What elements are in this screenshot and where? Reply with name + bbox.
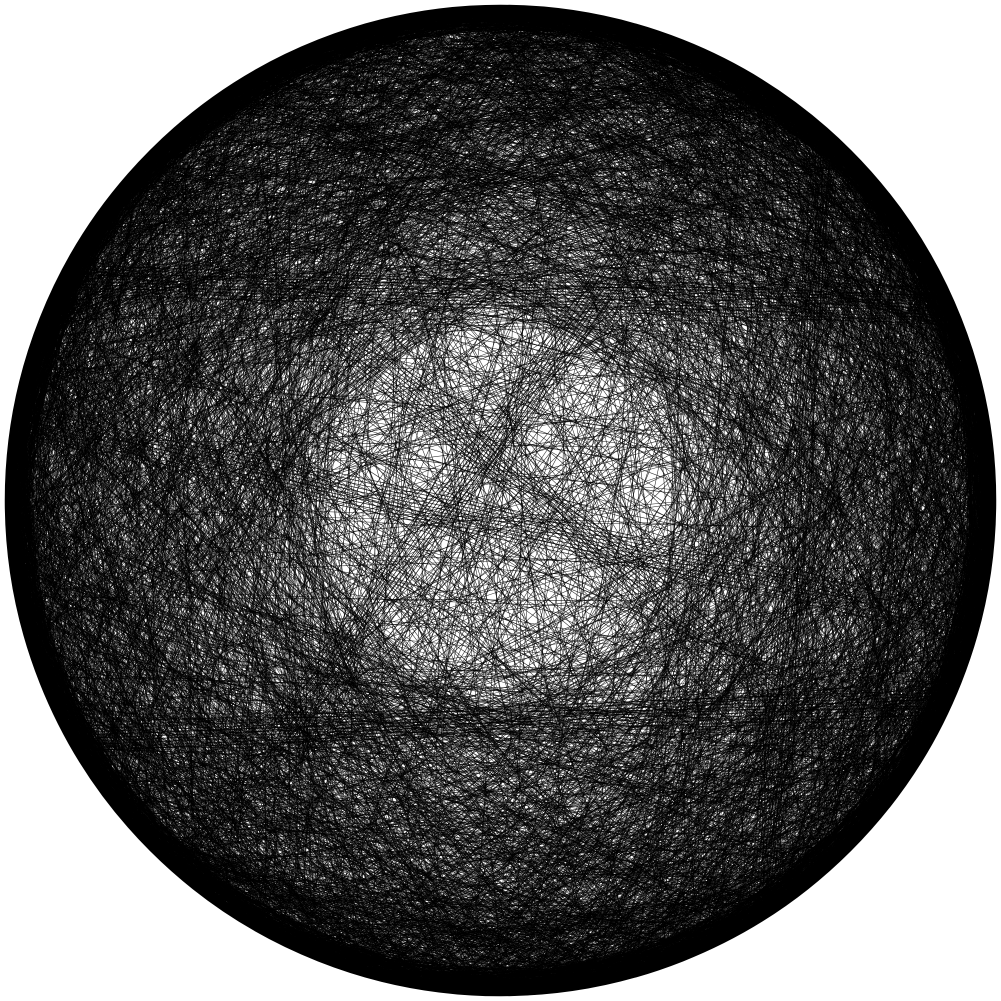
edge-layer — [4, 4, 997, 997]
